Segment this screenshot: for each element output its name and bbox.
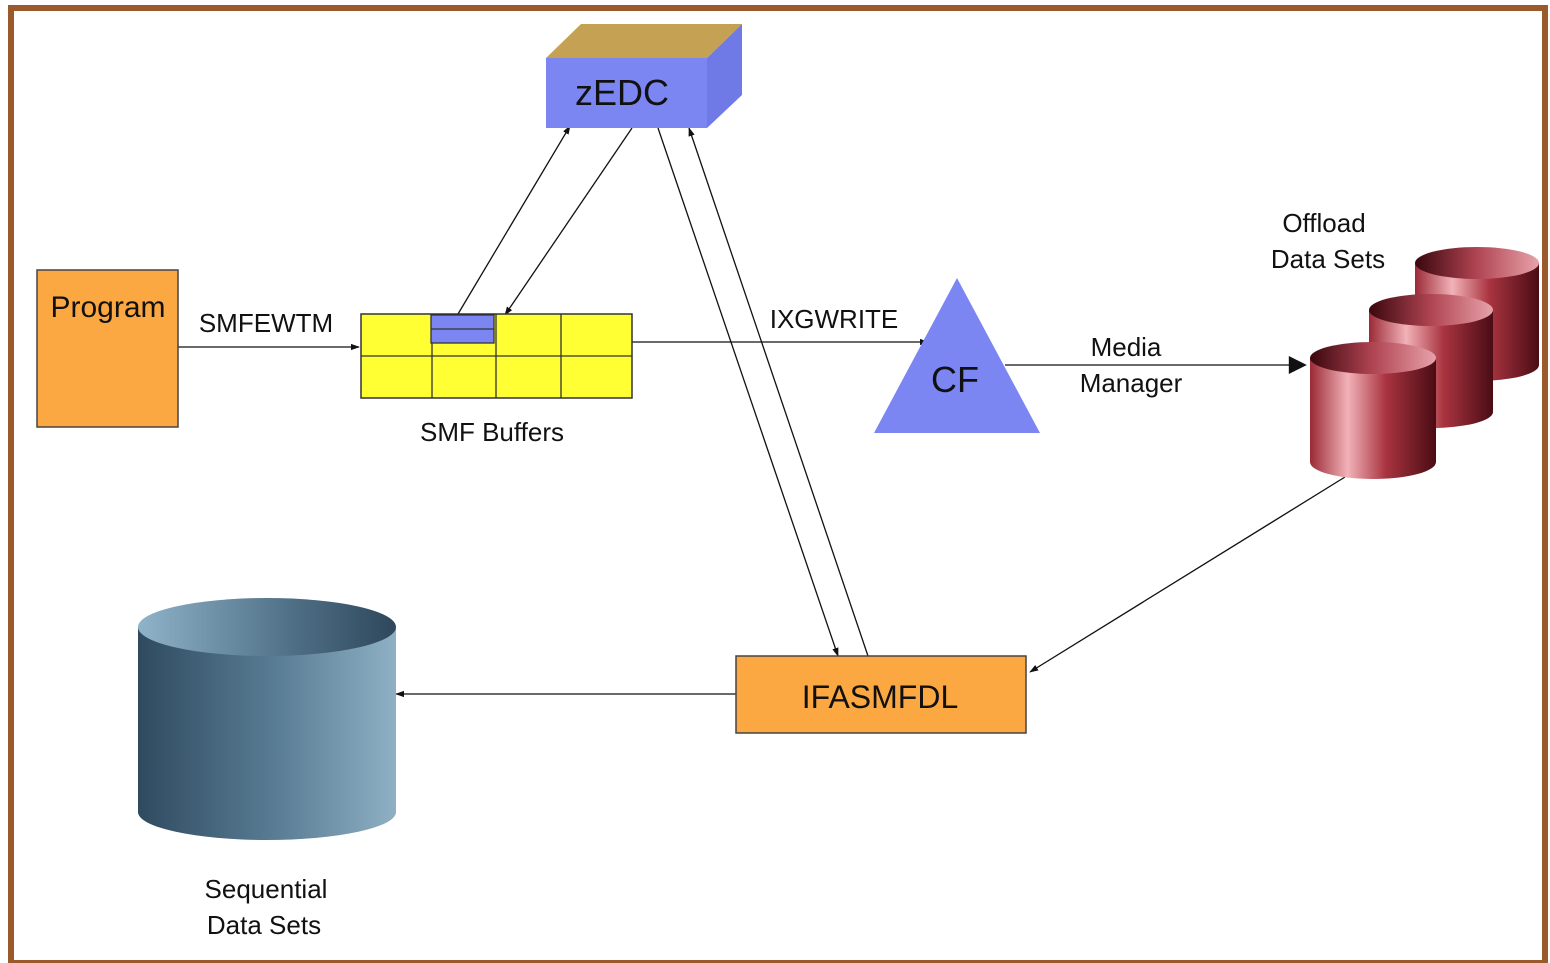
ifasmfdl-node: IFASMFDL	[735, 655, 1027, 734]
ixgwrite-label: IXGWRITE	[770, 304, 899, 334]
arrow-ifasmfdl-to-zedc	[688, 127, 869, 657]
sequential-label-line1: Sequential	[205, 874, 328, 904]
offload-data-sets-node: Offload Data Sets	[1271, 208, 1539, 479]
media-manager-label-line1: Media	[1091, 332, 1162, 362]
arrow-zedc-to-ifasmfdl	[657, 127, 839, 657]
program-label: Program	[50, 291, 165, 324]
smfewtm-label: SMFEWTM	[199, 308, 333, 338]
zedc-side-face	[707, 24, 742, 128]
zedc-label: zEDC	[575, 72, 669, 113]
arrow-zedc-to-buffers	[504, 127, 633, 316]
cf-label: CF	[931, 359, 979, 400]
ifasmfdl-label: IFASMFDL	[802, 679, 958, 715]
offload-label-line1: Offload	[1282, 208, 1365, 238]
arrow-offload-to-ifasmfdl	[1029, 476, 1346, 673]
sequential-cylinder	[138, 598, 396, 840]
offload-cylinder-front	[1310, 342, 1436, 479]
ifasmfdl-box	[735, 655, 1027, 734]
zedc-front-face	[546, 58, 707, 128]
program-box	[36, 269, 179, 428]
sequential-label-line2: Data Sets	[207, 910, 321, 940]
media-manager-label-line2: Manager	[1080, 368, 1183, 398]
smf-buffers-label: SMF Buffers	[420, 417, 564, 447]
connectors	[178, 125, 1346, 698]
arrow-buffers-to-zedc	[457, 125, 571, 315]
frame-border	[8, 5, 1548, 963]
sequential-data-sets-node: Sequential Data Sets	[138, 598, 396, 940]
offload-label-line2: Data Sets	[1271, 244, 1385, 274]
cf-node: CF	[874, 278, 1040, 433]
zedc-node: zEDC	[546, 24, 742, 128]
cf-triangle	[874, 278, 1040, 433]
program-node: Program	[36, 269, 179, 428]
smf-buffers-node: SMF Buffers	[360, 313, 633, 447]
zedc-top-face	[546, 24, 742, 58]
